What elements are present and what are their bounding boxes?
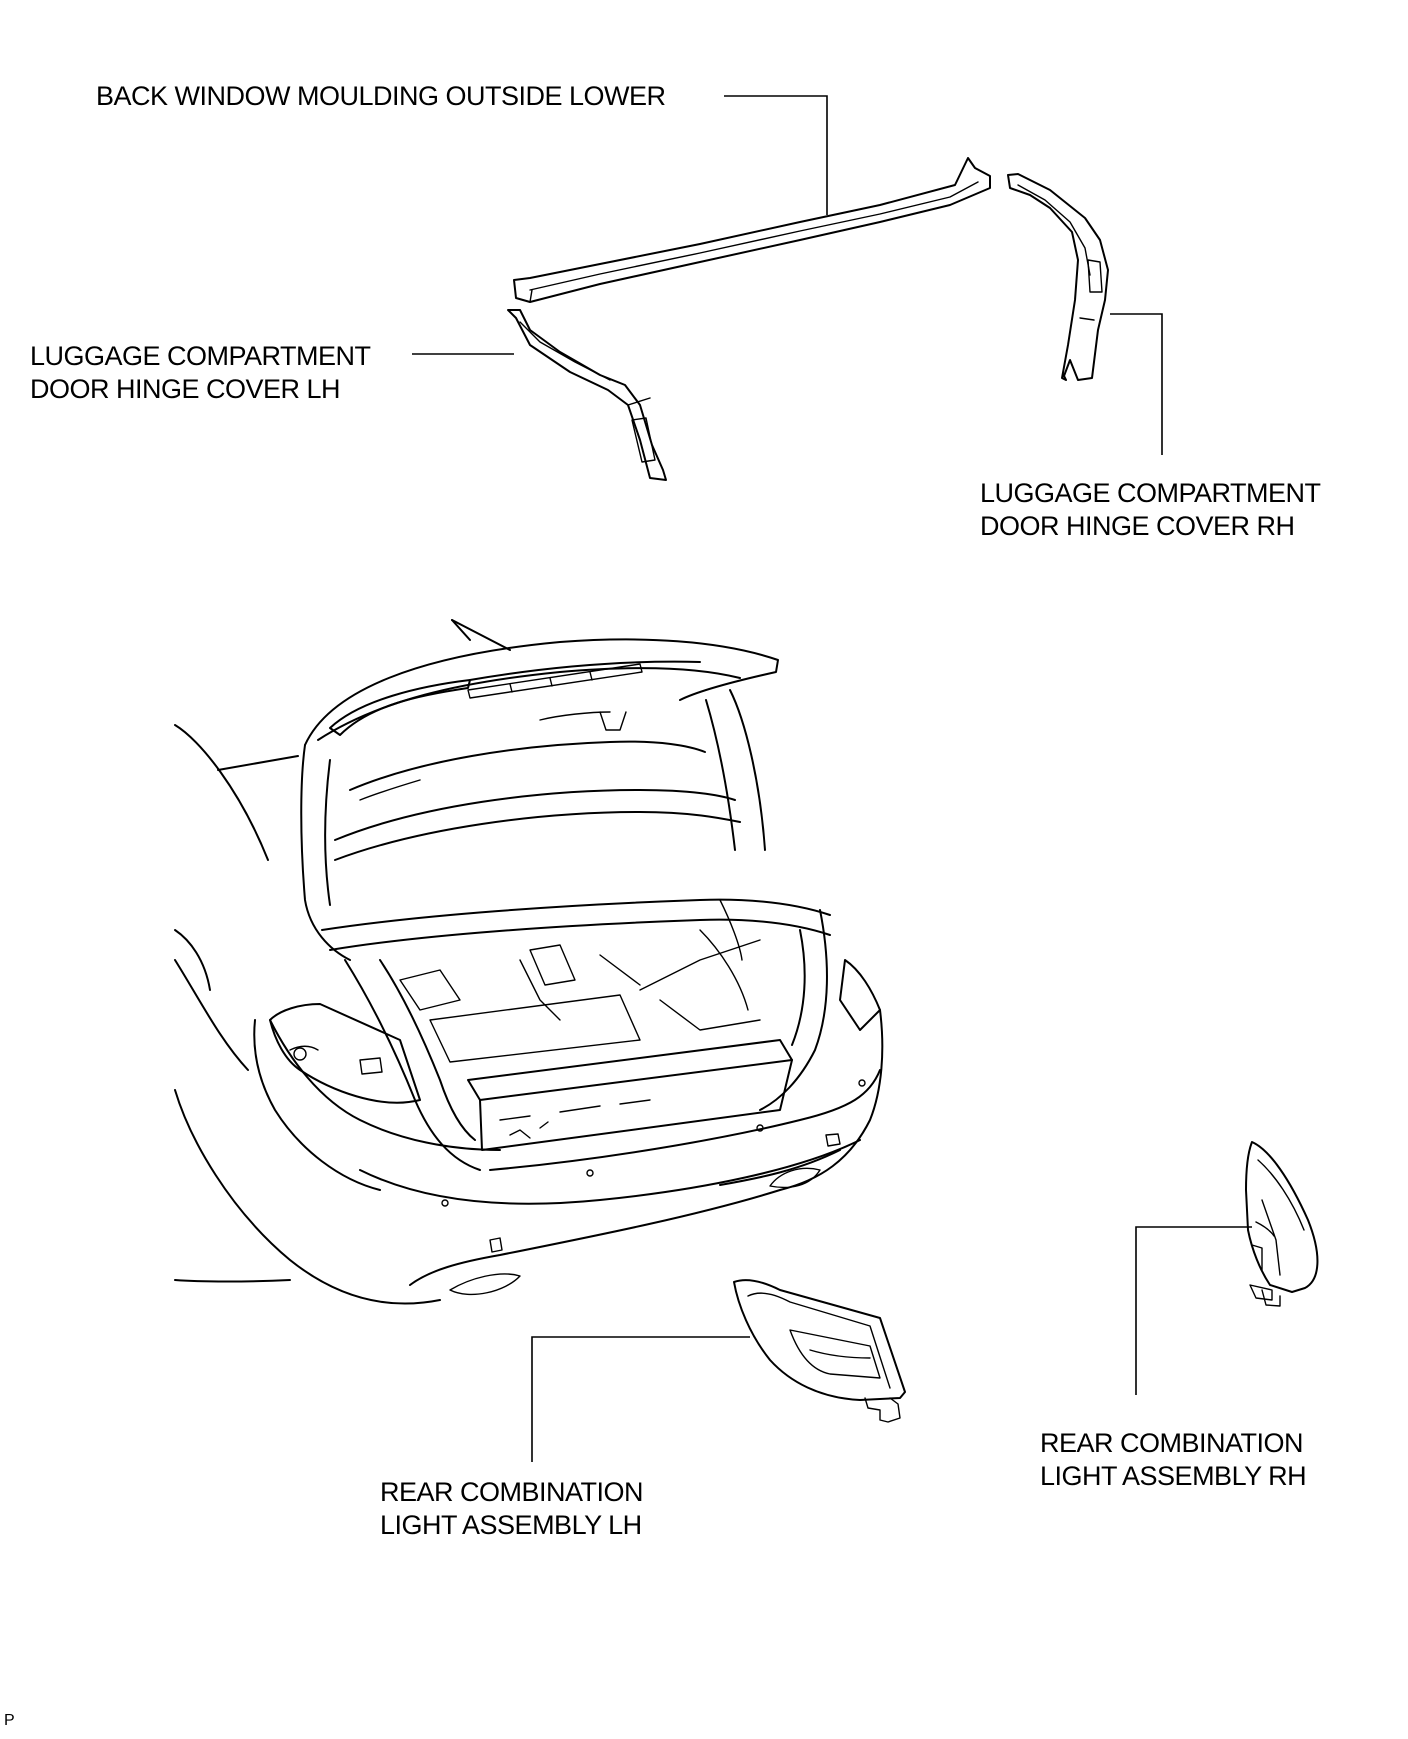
leader-back-window-moulding bbox=[724, 95, 828, 215]
label-rear-light-rh: REAR COMBINATION LIGHT ASSEMBLY RH bbox=[1040, 1428, 1307, 1491]
label-back-window-moulding: BACK WINDOW MOULDING OUTSIDE LOWER bbox=[96, 81, 666, 111]
vehicle-rear-drawing bbox=[174, 619, 884, 1305]
back-window-moulding-drawing bbox=[513, 157, 991, 303]
rear-light-rh-drawing bbox=[1245, 1141, 1319, 1307]
hinge-cover-rh-drawing bbox=[1007, 173, 1109, 381]
leader-rear-light-rh bbox=[1135, 1226, 1252, 1395]
label-hinge-cover-rh: LUGGAGE COMPARTMENT DOOR HINGE COVER RH bbox=[980, 478, 1321, 541]
leader-hinge-cover-rh bbox=[1110, 313, 1163, 455]
label-hinge-cover-lh: LUGGAGE COMPARTMENT DOOR HINGE COVER LH bbox=[30, 341, 371, 404]
figure-code: P bbox=[4, 1712, 15, 1729]
rear-light-lh-drawing bbox=[733, 1279, 906, 1423]
label-rear-light-lh: REAR COMBINATION LIGHT ASSEMBLY LH bbox=[380, 1477, 644, 1540]
leader-rear-light-lh bbox=[531, 1336, 750, 1462]
hinge-cover-lh-drawing bbox=[507, 309, 667, 481]
